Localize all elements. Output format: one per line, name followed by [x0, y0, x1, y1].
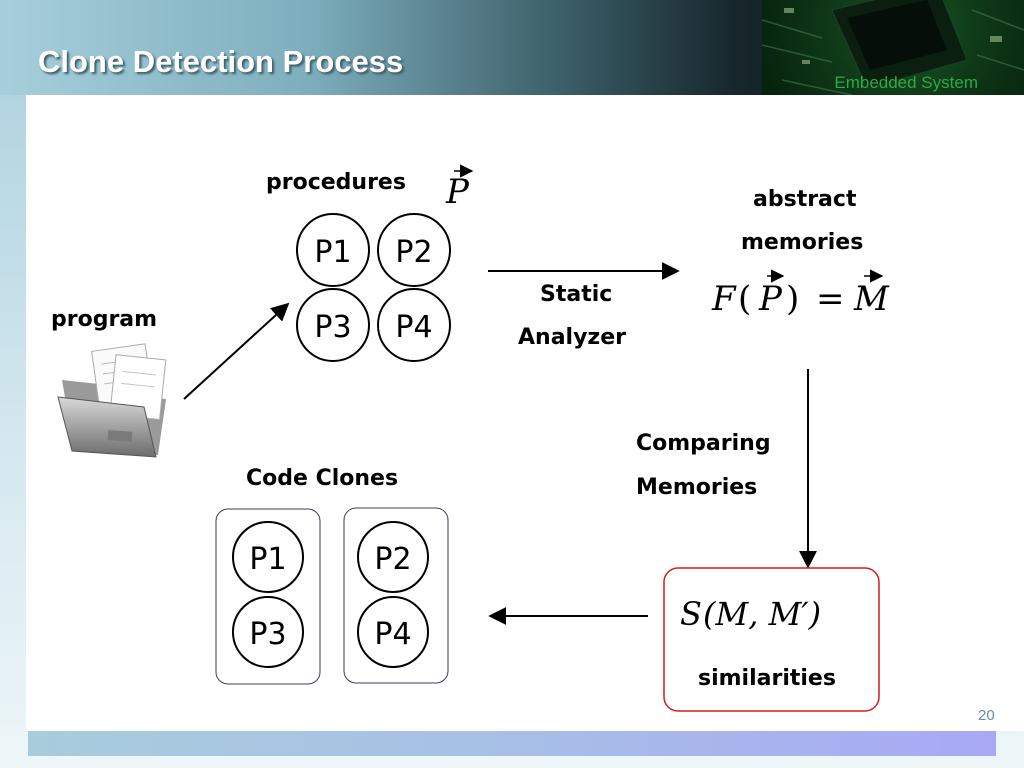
formula-close-paren: ) [786, 279, 799, 319]
circuit-board-graphic [762, 0, 1024, 95]
slide-canvas: P1 P2 P3 P4 P [26, 95, 1024, 731]
comparing-memories-label-line1: Comparing [636, 431, 771, 456]
clone-node-p1: P1 [249, 542, 286, 577]
clone-node-p4: P4 [374, 617, 411, 652]
clone-nodes: P1 P3 P2 P4 [232, 521, 429, 668]
process-diagram: P1 P2 P3 P4 P [57, 164, 890, 712]
code-clones-label: Code Clones [246, 466, 399, 491]
slide-title: Clone Detection Process [38, 44, 404, 79]
formula-f: F [711, 279, 737, 319]
svg-text:P: P [445, 172, 470, 212]
formula-p: P [758, 279, 783, 319]
similarities-label: similarities [698, 666, 836, 691]
clone-node-p2: P2 [374, 542, 411, 577]
procedures-label: procedures [266, 170, 406, 195]
procedure-circle-p1 [296, 213, 370, 287]
similarity-formula-s: S [680, 595, 702, 633]
circuit-board-image: Embedded System [762, 0, 1024, 95]
similarity-box [663, 567, 880, 712]
formula-equals: = [816, 279, 845, 319]
slide-header: Clone Detection Process Embedded System [0, 0, 1024, 95]
program-folder-icon [57, 343, 167, 458]
clone-group-box-2 [343, 507, 449, 684]
comparing-memories-label-line2: Memories [636, 475, 758, 500]
procedures-vector-symbol: P [445, 164, 474, 212]
procedure-node-p2: P2 [395, 235, 432, 270]
procedure-circle-p2 [377, 213, 451, 287]
program-label: program [51, 307, 158, 332]
formula-open-paren: ( [738, 279, 751, 319]
procedure-circle-p4 [377, 288, 451, 362]
similarity-formula-args: (M, M′) [703, 595, 821, 633]
clone-circle-p2 [357, 521, 429, 593]
procedure-node-p1: P1 [314, 235, 351, 270]
clone-circle-p3 [232, 596, 304, 668]
procedure-node-p4: P4 [395, 310, 432, 345]
abstract-memories-label-line2: memories [741, 230, 864, 255]
procedure-node-p3: P3 [314, 310, 351, 345]
static-analyzer-label-line2: Analyzer [518, 325, 626, 350]
corner-label: Embedded System [834, 73, 978, 92]
similarity-formula: S (M, M′) [680, 595, 821, 633]
page-number: 20 [978, 707, 995, 724]
clone-circle-p4 [357, 596, 429, 668]
procedure-circle-p3 [296, 288, 370, 362]
clone-node-p3: P3 [249, 617, 286, 652]
clone-circle-p1 [232, 521, 304, 593]
abstract-memories-label-line1: abstract [753, 187, 857, 212]
procedure-nodes: P1 P2 P3 P4 [296, 213, 451, 362]
footer-bar [28, 731, 996, 756]
formula-m: M [853, 279, 890, 319]
abstract-memories-formula: F ( P ) = M [711, 269, 890, 319]
static-analyzer-label-line1: Static [540, 282, 613, 307]
program-to-procedures-arrow [183, 302, 290, 400]
